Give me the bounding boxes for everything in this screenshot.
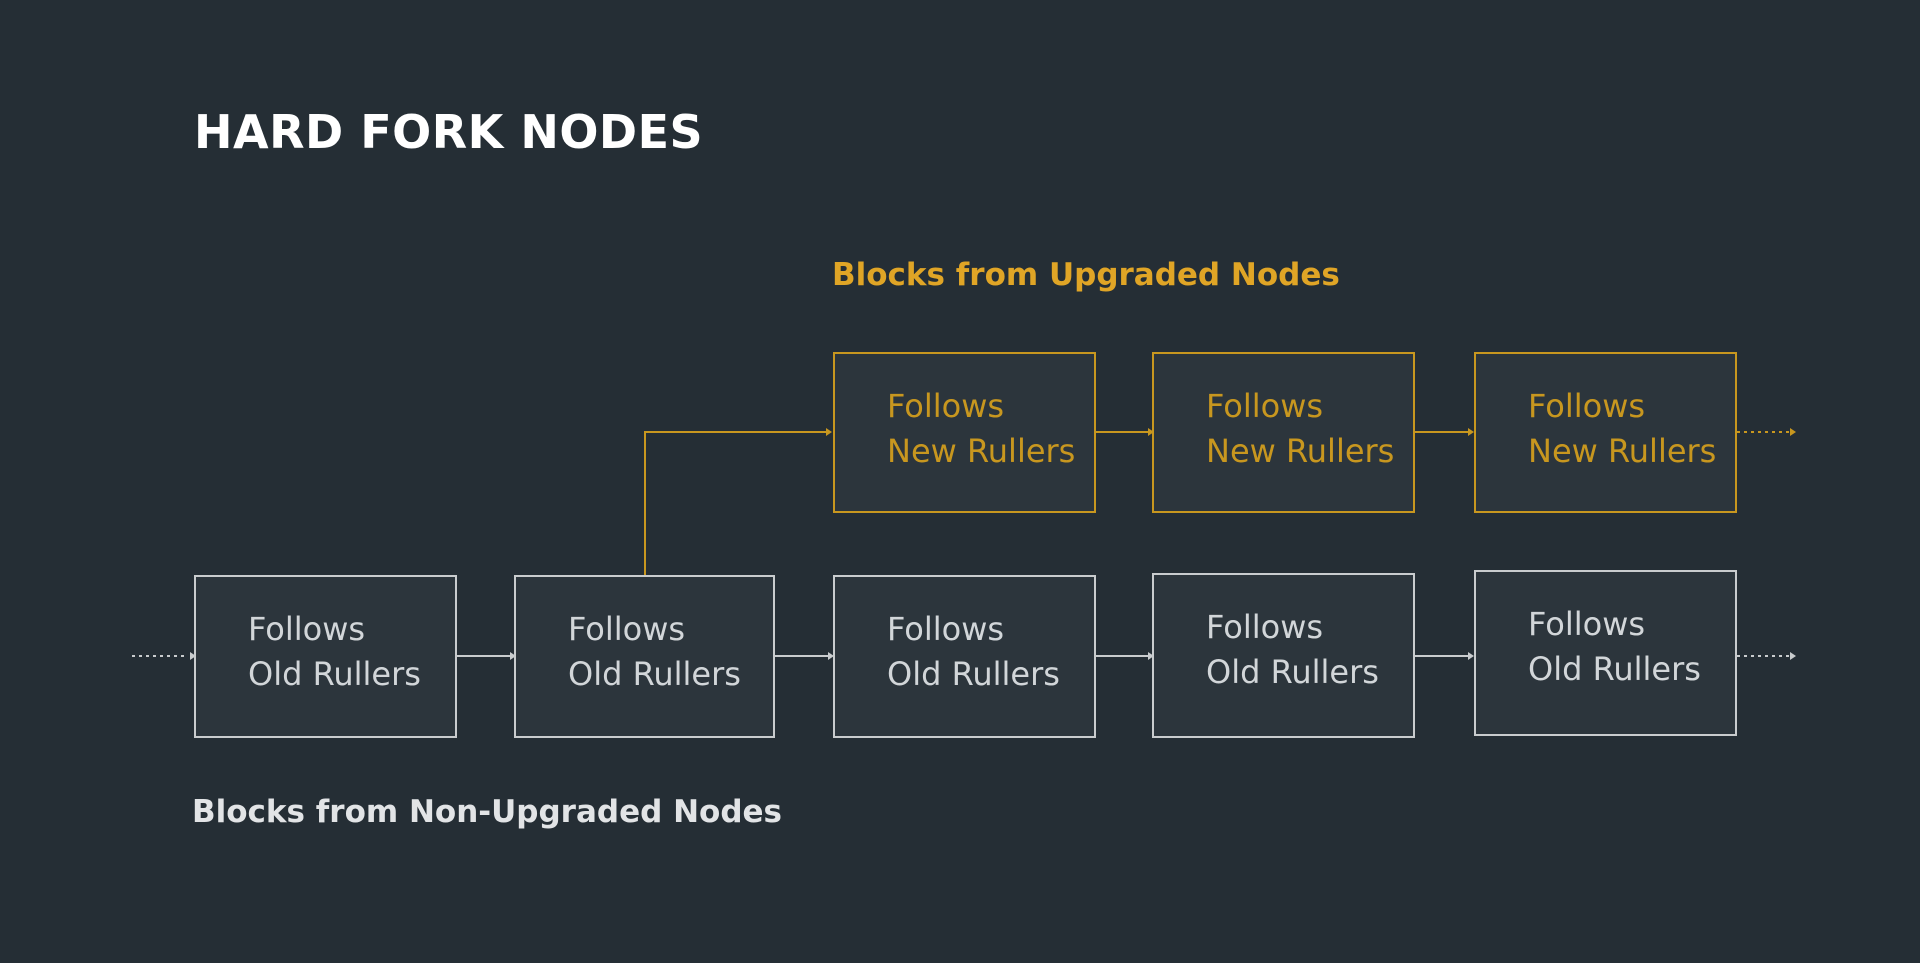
- block-line1: Follows: [1206, 387, 1324, 425]
- fork-branch-line: [644, 431, 826, 575]
- arrow-head: [510, 652, 516, 660]
- arrow-head: [1148, 652, 1154, 660]
- arrow-head: [1790, 428, 1796, 436]
- old-block: Follows Old Rullers: [514, 575, 775, 738]
- old-chain-connectors: [132, 652, 1796, 660]
- block-line2: New Rullers: [887, 432, 1076, 470]
- old-block: Follows Old Rullers: [1474, 570, 1737, 736]
- block-line1: Follows: [887, 387, 1005, 425]
- block-line2: Old Rullers: [1206, 653, 1379, 691]
- upgraded-block: Follows New Rullers: [1152, 352, 1415, 513]
- non-upgraded-chain-label: Blocks from Non-Upgraded Nodes: [192, 794, 782, 830]
- block-line1: Follows: [1528, 387, 1646, 425]
- old-block: Follows Old Rullers: [833, 575, 1096, 738]
- old-block: Follows Old Rullers: [1152, 573, 1415, 738]
- block-line2: Old Rullers: [887, 655, 1060, 693]
- block-line2: New Rullers: [1528, 432, 1717, 470]
- arrow-head: [1468, 652, 1474, 660]
- upgraded-chain-label: Blocks from Upgraded Nodes: [832, 257, 1340, 293]
- upgraded-block: Follows New Rullers: [1474, 352, 1737, 513]
- arrow-head: [1790, 652, 1796, 660]
- block-line1: Follows: [1206, 608, 1324, 646]
- block-line2: Old Rullers: [1528, 650, 1701, 688]
- fork-connectors: [644, 428, 1796, 575]
- block-line2: Old Rullers: [568, 655, 741, 693]
- diagram-title: HARD FORK NODES: [194, 105, 704, 159]
- block-line1: Follows: [1528, 605, 1646, 643]
- arrow-head: [1468, 428, 1474, 436]
- old-block: Follows Old Rullers: [194, 575, 457, 738]
- arrow-head: [828, 652, 834, 660]
- block-line1: Follows: [248, 610, 366, 648]
- upgraded-block: Follows New Rullers: [833, 352, 1096, 513]
- arrow-head: [826, 428, 832, 436]
- block-line2: New Rullers: [1206, 432, 1395, 470]
- block-line2: Old Rullers: [248, 655, 421, 693]
- block-line1: Follows: [568, 610, 686, 648]
- block-line1: Follows: [887, 610, 1005, 648]
- arrow-head: [190, 652, 196, 660]
- arrow-head: [1148, 428, 1154, 436]
